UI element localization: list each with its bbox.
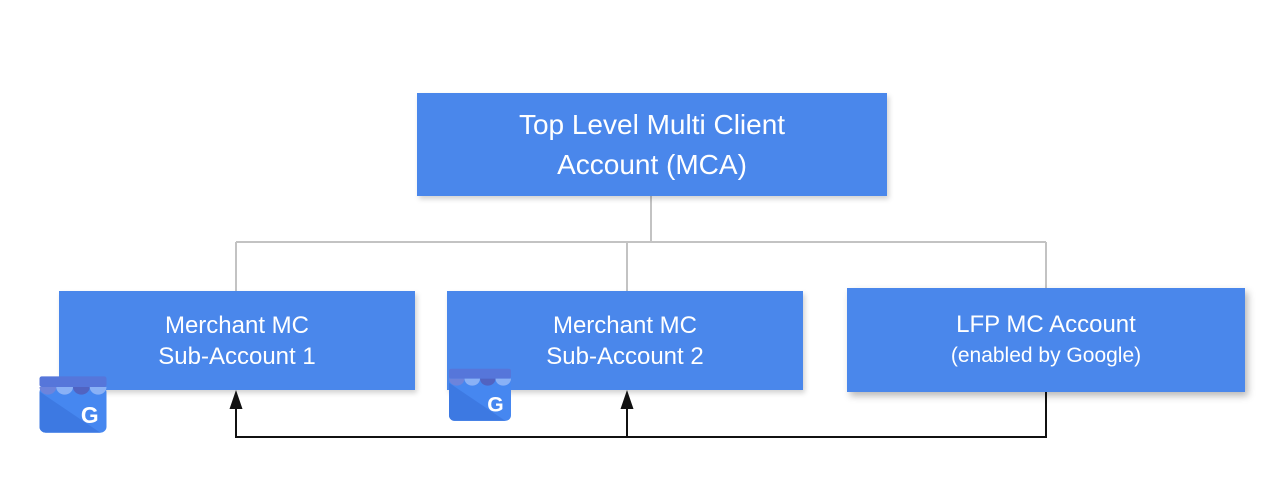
- awning-scallop: [495, 378, 511, 386]
- awning-scallop: [449, 378, 465, 386]
- node-label-line: Merchant MC: [552, 311, 698, 339]
- awning-scallop: [39, 387, 57, 395]
- arrow-path-lfp-to-subaccount1: [235, 392, 1047, 438]
- node-top-level-mca: Top Level Multi Client Account (MCA): [417, 93, 887, 196]
- google-g-letter: G: [81, 402, 99, 428]
- awning-scallop: [73, 387, 90, 395]
- node-label-line: Sub-Account 1: [158, 342, 316, 370]
- google-my-business-icon: G: [449, 368, 511, 421]
- node-merchant-subaccount-2: Merchant MC Sub-Account 2: [447, 291, 803, 390]
- google-g-letter: G: [487, 394, 503, 417]
- awning-band: [449, 368, 511, 379]
- awning-scallop: [464, 378, 480, 386]
- node-merchant-subaccount-1: Merchant MC Sub-Account 1: [59, 291, 415, 390]
- node-label-line: LFP MC Account: [956, 311, 1136, 338]
- node-label-line: Merchant MC: [164, 311, 310, 339]
- awning-scallop: [56, 387, 73, 395]
- arrowhead-subaccount2: [620, 390, 634, 409]
- node-label-line: Top Level Multi Client: [518, 108, 786, 140]
- awning-band: [39, 376, 107, 388]
- arrowhead-subaccount1: [229, 390, 243, 409]
- node-lfp-mc-account: LFP MC Account (enabled by Google): [847, 288, 1245, 392]
- node-label-line: Account (MCA): [557, 148, 747, 180]
- google-my-business-icon: G: [39, 376, 107, 433]
- node-label-line: Sub-Account 2: [546, 342, 704, 370]
- node-label-line: (enabled by Google): [950, 344, 1142, 367]
- arrowheads: [229, 390, 634, 409]
- tree-connector-root-to-children: [235, 196, 1047, 291]
- arrow-lfp-to-subaccounts: [235, 392, 1047, 438]
- awning-scallop: [89, 387, 107, 395]
- awning-scallop: [480, 378, 496, 386]
